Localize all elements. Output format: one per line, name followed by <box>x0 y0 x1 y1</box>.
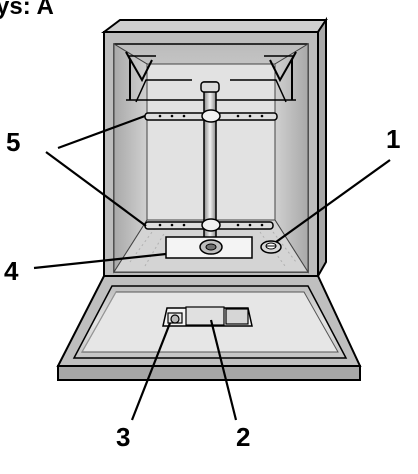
salt-container-cap <box>261 241 281 253</box>
callout-number-4: 4 <box>4 256 19 286</box>
rinse-aid-dispenser <box>171 315 179 323</box>
dishwasher-door <box>58 276 360 380</box>
section-heading: ys: A <box>0 0 54 20</box>
callout-number-2: 2 <box>236 422 250 452</box>
water-supply-pipe <box>201 82 219 242</box>
callout-number-5: 5 <box>6 127 20 157</box>
filter-assembly <box>166 237 252 258</box>
callout-number-1: 1 <box>386 124 400 154</box>
callout-number-3: 3 <box>116 422 130 452</box>
